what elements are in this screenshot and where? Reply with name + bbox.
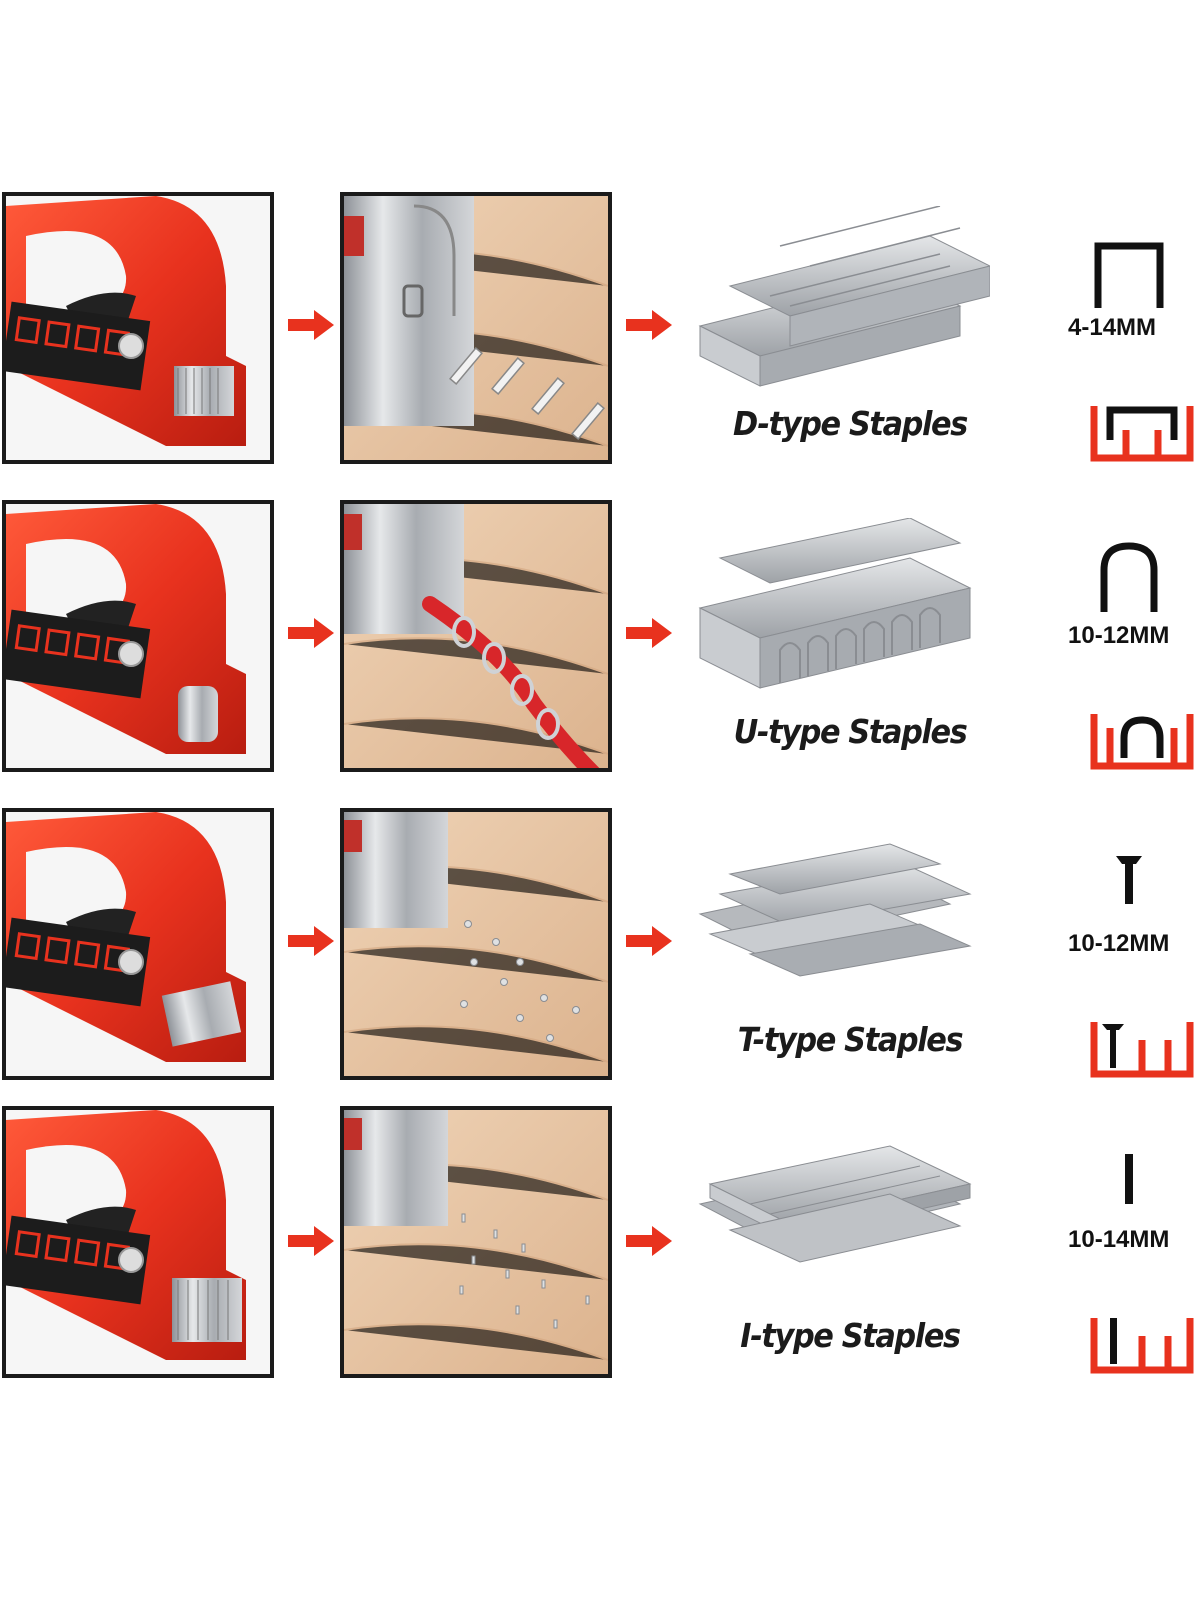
arrow-right-icon (288, 618, 334, 648)
staple-type-label: I-type Staples (740, 1316, 961, 1355)
stapling-demo-photo (340, 500, 612, 772)
d-mode-icon (1090, 406, 1194, 462)
t-nail-profile-icon (1116, 856, 1142, 904)
staple-type-label: U-type Staples (733, 712, 968, 751)
i-nail-profile-icon (1125, 1154, 1133, 1204)
stapling-demo-photo (340, 1106, 612, 1378)
arrow-right-icon (626, 310, 672, 340)
size-range-label: 4-14MM (1068, 314, 1157, 341)
arrow-right-icon (626, 618, 672, 648)
t-nail-stack-image (698, 843, 972, 977)
arrow-right-icon (626, 926, 672, 956)
arrow-right-icon (626, 1226, 672, 1256)
size-range-label: 10-12MM (1068, 930, 1170, 957)
arrow-right-icon (288, 310, 334, 340)
u-mode-icon (1090, 714, 1194, 770)
staple-row-i: I-type Staples 10-14MM (0, 1106, 1200, 1386)
staple-gun-photo (2, 192, 274, 464)
u-staple-profile-icon (1100, 542, 1158, 612)
stapling-demo-photo (340, 192, 612, 464)
staple-type-label: D-type Staples (733, 404, 968, 443)
i-mode-icon (1090, 1318, 1194, 1374)
stapling-demo-photo (340, 808, 612, 1080)
staple-type-label: T-type Staples (737, 1020, 964, 1059)
d-staple-profile-icon (1094, 242, 1164, 308)
size-range-label: 10-12MM (1068, 622, 1170, 649)
staple-gun-photo (2, 500, 274, 772)
arrow-right-icon (288, 1226, 334, 1256)
i-nail-stack-image (698, 1145, 972, 1263)
d-staple-stack-image (698, 206, 990, 387)
staple-row-u: U-type Staples 10-12MM (0, 500, 1200, 780)
u-staple-stack-image (698, 518, 972, 689)
staple-gun-photo (2, 1106, 274, 1378)
size-range-label: 10-14MM (1068, 1226, 1170, 1253)
staple-gun-photo (2, 808, 274, 1080)
staple-row-t: T-type Staples 10-12MM (0, 808, 1200, 1088)
t-mode-icon (1090, 1022, 1194, 1078)
arrow-right-icon (288, 926, 334, 956)
staple-row-d: D-type Staples 4-14MM (0, 192, 1200, 472)
